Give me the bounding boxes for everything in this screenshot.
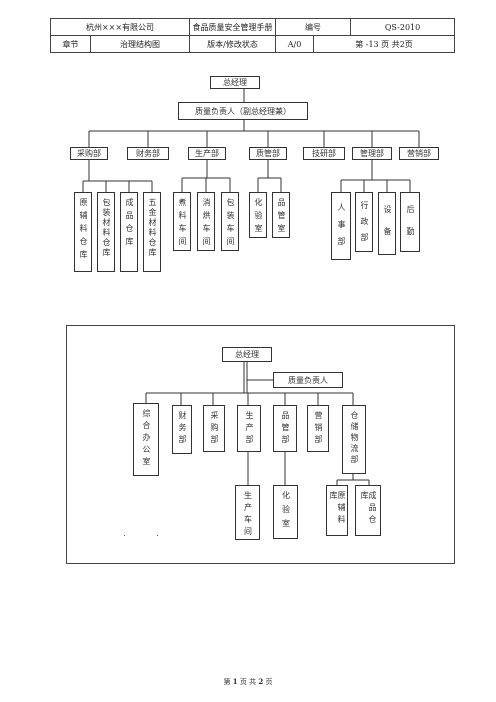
page-footer: 第 1 页 共 2 页 bbox=[223, 677, 273, 686]
version-value: A/0 bbox=[275, 35, 315, 53]
c2-storage-logistics: 仓储物流部 bbox=[342, 405, 366, 474]
c1-dept-admin: 管理部 bbox=[352, 147, 392, 160]
c1-hardware-warehouse: 五金材料仓库 bbox=[143, 192, 161, 272]
c1-hr: 人事部 bbox=[331, 192, 351, 260]
c2-production-workshop: 生产车间 bbox=[235, 485, 260, 540]
c1-finished-warehouse: 成品仓库 bbox=[120, 192, 138, 272]
company-name: 杭州×××有限公司 bbox=[49, 18, 191, 36]
c2-purchase: 采购部 bbox=[203, 405, 225, 452]
footer-page-number: 1 bbox=[232, 677, 238, 686]
c1-general-manager: 总经理 bbox=[210, 76, 260, 89]
c1-cooking-workshop: 煮料车间 bbox=[173, 192, 191, 251]
header-table: 杭州×××有限公司 食品质量安全管理手册 编号 QS-2010 章节 治理结构图… bbox=[49, 18, 456, 53]
c1-dept-finance: 财务部 bbox=[127, 147, 169, 160]
c1-dept-tech: 技研部 bbox=[303, 147, 345, 160]
document-header: 杭州×××有限公司 食品质量安全管理手册 编号 QS-2010 章节 治理结构图… bbox=[49, 18, 456, 53]
c1-packing-workshop: 包装车间 bbox=[221, 192, 239, 251]
c2-finance: 财务部 bbox=[172, 405, 192, 454]
stray-dot bbox=[124, 535, 125, 536]
chart2-frame bbox=[66, 325, 455, 564]
c2-general-office: 综合办公室 bbox=[133, 403, 159, 476]
c1-qc-room: 品管室 bbox=[272, 192, 290, 238]
c1-dept-purchase: 采购部 bbox=[70, 147, 108, 160]
c1-logistics: 后勤 bbox=[400, 192, 420, 252]
c1-packaging-warehouse: 包装材料仓库 bbox=[97, 192, 115, 272]
stray-dot bbox=[157, 535, 158, 536]
c2-raw-material-store: 原辅料库 bbox=[326, 485, 348, 536]
c2-sales: 营销部 bbox=[307, 405, 329, 452]
version-label: 版本/修改状态 bbox=[189, 35, 277, 53]
number-label: 编号 bbox=[275, 18, 352, 36]
c1-dept-quality: 质管部 bbox=[249, 147, 287, 160]
c2-quality-dept: 品管部 bbox=[273, 405, 297, 452]
page-info: 第 -13 页 共2页 bbox=[313, 35, 456, 53]
c2-general-manager: 总经理 bbox=[222, 347, 272, 362]
c2-lab: 化验室 bbox=[273, 485, 298, 539]
c2-production: 生产部 bbox=[237, 405, 261, 452]
number-value: QS-2010 bbox=[350, 18, 456, 36]
c1-equipment: 设备 bbox=[378, 192, 396, 255]
footer-total-pages: 2 bbox=[258, 677, 264, 686]
c1-quality-head: 质量负责人（副总经理兼） bbox=[178, 102, 308, 120]
c1-dept-sales: 营销部 bbox=[399, 147, 439, 160]
c2-quality-head: 质量负责人 bbox=[273, 372, 343, 388]
c1-drying-workshop: 消烘车间 bbox=[197, 192, 215, 251]
c1-dept-production: 生产部 bbox=[188, 147, 226, 160]
chapter-value: 治理结构图 bbox=[89, 35, 191, 53]
c1-admin-office: 行政部 bbox=[355, 192, 373, 252]
c1-lab: 化验室 bbox=[249, 192, 267, 238]
c2-finished-store: 成品仓库 bbox=[355, 485, 381, 536]
manual-title: 食品质量安全管理手册 bbox=[189, 18, 277, 36]
c1-raw-material-warehouse: 原辅料仓库 bbox=[74, 192, 92, 272]
chapter-label: 章节 bbox=[50, 35, 91, 53]
